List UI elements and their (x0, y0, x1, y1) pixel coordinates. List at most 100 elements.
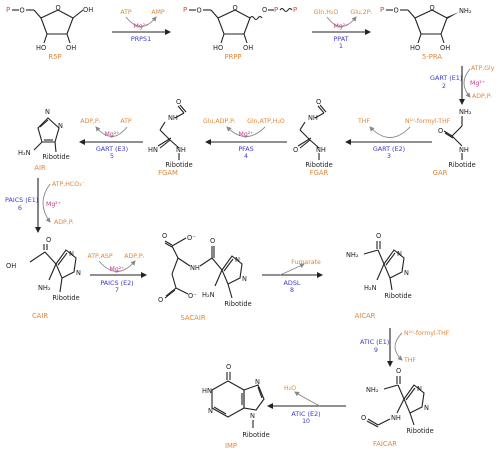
svg-text:4: 4 (244, 153, 248, 160)
svg-text:O: O (361, 414, 366, 422)
enzyme-gart-e2: GART (E2) (373, 145, 405, 153)
svg-text:OH: OH (66, 44, 76, 52)
enzyme-paics-e1: PAICS (E1) (5, 196, 38, 204)
svg-text:Ribotide: Ribotide (52, 294, 79, 302)
label-gar: GAR (433, 169, 448, 177)
svg-text:Ribotide: Ribotide (165, 161, 192, 169)
svg-text:NH: NH (190, 264, 200, 272)
svg-text:Mg²⁺: Mg²⁺ (109, 266, 124, 273)
svg-text:NH₂: NH₂ (38, 284, 51, 292)
svg-text:N: N (397, 250, 402, 258)
svg-text:N: N (404, 269, 409, 277)
svg-text:P: P (293, 6, 297, 14)
svg-text:Mg²⁺: Mg²⁺ (470, 80, 485, 87)
step-pfas: Gln,ATP,H₂O Glu,ADP,Pᵢ Mg²⁺ PFAS 4 (203, 118, 287, 160)
svg-text:O: O (56, 4, 61, 12)
enzyme-prps1: PRPS1 (131, 35, 151, 43)
svg-text:OH: OH (6, 262, 16, 270)
svg-text:Gln,ATP,H₂O: Gln,ATP,H₂O (247, 118, 285, 125)
enzyme-gart-e1: GART (E1) (430, 74, 462, 82)
svg-text:ATP,HCO₃⁻: ATP,HCO₃⁻ (52, 181, 85, 188)
svg-text:O: O (176, 98, 181, 106)
svg-text:P: P (274, 6, 278, 14)
svg-text:Glu,ADP,Pᵢ: Glu,ADP,Pᵢ (203, 118, 235, 125)
svg-text:N: N (417, 385, 422, 393)
svg-text:O: O (430, 4, 435, 12)
svg-text:NH: NH (459, 146, 469, 154)
svg-text:N: N (208, 407, 213, 415)
svg-text:O: O (293, 146, 298, 154)
svg-text:8: 8 (290, 287, 294, 294)
label-faicar: FAICAR (373, 440, 397, 448)
svg-text:P: P (380, 6, 384, 14)
step-prps1: ATP AMP Mg²⁺ PRPS1 (112, 9, 171, 43)
svg-text:ADP,Pᵢ: ADP,Pᵢ (54, 219, 74, 226)
svg-text:P: P (183, 6, 187, 14)
label-imp: IMP (225, 442, 237, 450)
svg-text:10: 10 (302, 418, 310, 425)
enzyme-gart-e3: GART (E3) (96, 145, 128, 153)
svg-text:O: O (316, 98, 321, 106)
step-paics-e2: ATP,ASP ADP,Pᵢ Mg²⁺ PAICS (E2) 7 (87, 253, 147, 294)
svg-text:N: N (69, 250, 74, 258)
step-gart-e1: ATP,Gly Mg²⁺ ADP,Pᵢ GART (E1) 2 (430, 65, 495, 105)
svg-text:N: N (76, 269, 81, 277)
step-paics-e1: ATP,HCO₃⁻ Mg²⁺ ADP,Pᵢ PAICS (E1) 6 (5, 178, 85, 233)
svg-text:O: O (438, 127, 443, 135)
svg-text:5: 5 (110, 153, 114, 160)
compound-cair: O OH N N NH₂ Ribotide CAIR (6, 236, 81, 320)
enzyme-adsl: ADSL (284, 279, 301, 287)
svg-text:OH: OH (83, 6, 93, 14)
svg-text:Fumarate: Fumarate (291, 259, 321, 266)
svg-text:O: O (162, 232, 167, 240)
svg-text:Ribotide: Ribotide (224, 300, 251, 308)
svg-text:Ribotide: Ribotide (305, 161, 332, 169)
svg-text:3: 3 (387, 153, 391, 160)
svg-text:H₂N: H₂N (202, 291, 215, 299)
svg-text:NH: NH (176, 146, 186, 154)
svg-text:Mg²⁺: Mg²⁺ (46, 201, 61, 208)
svg-text:Ribotide: Ribotide (242, 431, 269, 439)
label-air: AIR (34, 164, 46, 172)
label-aicar: AICAR (355, 312, 376, 320)
svg-text:ATP,ASP: ATP,ASP (87, 253, 112, 260)
svg-text:OH: OH (440, 44, 450, 52)
step-gart-e2: N¹⁰-formyl-THF THF GART (E2) 3 (345, 118, 451, 160)
svg-text:NH: NH (391, 414, 401, 422)
compound-aicar: O NH₂ N N H₂N Ribotide AICAR (346, 232, 412, 320)
svg-text:N¹⁰-formyl-THF: N¹⁰-formyl-THF (404, 330, 450, 337)
enzyme-ppat: PPAT (333, 35, 348, 43)
svg-text:HO: HO (213, 44, 223, 52)
step-atic-e2: H₂O ATIC (E2) 10 (267, 385, 346, 425)
svg-text:O: O (226, 363, 231, 371)
svg-text:N: N (58, 122, 63, 130)
compound-air: N N H₂N Ribotide AIR (18, 108, 70, 172)
svg-text:Mg²⁺: Mg²⁺ (238, 131, 253, 138)
svg-text:N: N (235, 256, 240, 264)
phosphate-label: P (6, 6, 10, 14)
svg-text:O: O (396, 367, 401, 375)
svg-text:THF: THF (403, 357, 416, 364)
step-gart-e3: ATP ADP,Pᵢ Mg²⁺ GART (E3) 5 (79, 118, 143, 160)
svg-text:O: O (376, 232, 381, 240)
svg-text:ATP: ATP (120, 118, 132, 125)
svg-text:THF: THF (357, 118, 370, 125)
svg-text:Mg²⁺: Mg²⁺ (104, 131, 119, 138)
svg-text:O: O (197, 6, 202, 14)
enzyme-paics-e2: PAICS (E2) (100, 279, 133, 287)
label-fgam: FGAM (158, 169, 178, 177)
svg-text:Ribotide: Ribotide (42, 153, 69, 161)
enzyme-atic-e1: ATIC (E1) (360, 338, 389, 346)
svg-text:HN: HN (202, 387, 212, 395)
svg-text:O: O (20, 6, 25, 14)
svg-text:H₂N: H₂N (364, 284, 377, 292)
svg-text:1: 1 (339, 43, 343, 50)
compound-fgar: O NH O NH Ribotide FGAR (293, 98, 333, 177)
compound-faicar: O NH₂ N N NH O Ribotide FAICAR (361, 367, 434, 448)
label-cair: CAIR (32, 312, 48, 320)
svg-text:NH: NH (316, 146, 326, 154)
step-adsl: Fumarate ADSL 8 (262, 259, 323, 294)
svg-text:Gln,H₂O: Gln,H₂O (314, 9, 339, 16)
svg-text:Ribotide: Ribotide (406, 427, 433, 435)
svg-text:O: O (394, 6, 399, 14)
